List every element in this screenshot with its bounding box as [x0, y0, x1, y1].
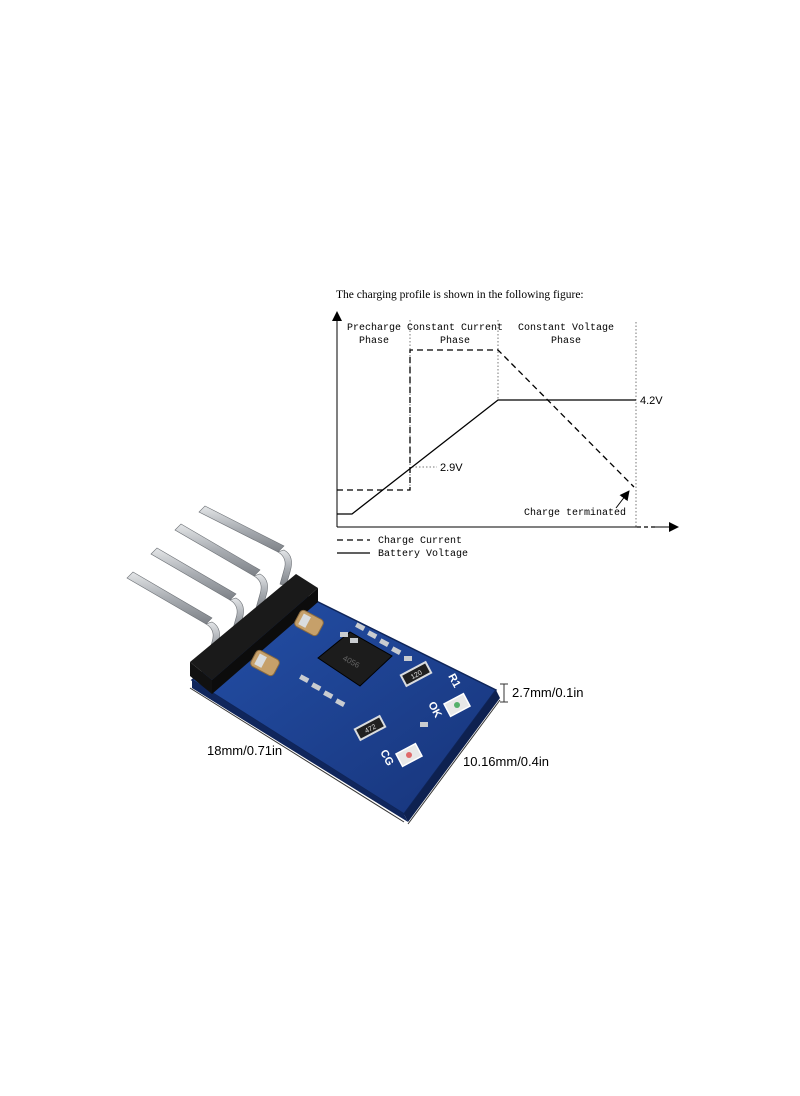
battery-voltage-curve	[337, 399, 636, 515]
charger-ic: 4056	[299, 622, 402, 707]
cc-label-1: Constant Current	[407, 323, 503, 334]
legend-current-label: Charge Current	[378, 535, 462, 547]
full-voltage-label: 4.2V	[640, 395, 663, 407]
pcb-edge-right	[404, 690, 500, 822]
resistor-top: 120	[399, 660, 433, 688]
resistor-bottom-marking: 472	[364, 723, 378, 735]
charge-current-curve	[337, 349, 635, 491]
charging-profile-figure: The charging profile is shown in the fol…	[332, 289, 679, 560]
width-label: 10.16mm/0.4in	[463, 754, 549, 769]
capacitor-top	[294, 609, 324, 637]
dimension-annotations: 18mm/0.71in 10.16mm/0.4in 2.7mm/0.1in	[189, 683, 584, 825]
terminated-arrow	[615, 490, 630, 509]
pcb-edge-front	[192, 680, 408, 822]
threshold-voltage-label: 2.9V	[440, 462, 463, 474]
pin-header-side	[212, 588, 318, 694]
solder-pads	[340, 632, 428, 727]
thickness-label: 2.7mm/0.1in	[512, 685, 584, 700]
resistor-bottom: 472	[353, 714, 387, 742]
width-dimension-line	[407, 699, 501, 825]
led-charge	[394, 742, 424, 768]
pin-header-end	[190, 662, 212, 694]
cv-label-1: Constant Voltage	[518, 322, 614, 334]
length-label: 18mm/0.71in	[207, 743, 282, 758]
cv-label-2: Phase	[551, 335, 581, 347]
legend-voltage-label: Battery Voltage	[378, 548, 468, 560]
precharge-label-2: Phase	[359, 335, 389, 347]
pin-header	[190, 574, 318, 680]
charger-module: 4056 120 472	[126, 505, 500, 822]
resistor-top-marking: 120	[410, 669, 424, 681]
figure-caption: The charging profile is shown in the fol…	[336, 289, 584, 301]
length-dimension-line	[189, 687, 405, 823]
precharge-label-1: Precharge	[347, 322, 401, 334]
capacitor-left	[250, 649, 280, 677]
terminated-label: Charge terminated	[524, 507, 626, 519]
led-ok	[442, 692, 472, 718]
cc-label-2: Phase	[440, 335, 470, 347]
silk-r1: R1	[445, 672, 462, 690]
